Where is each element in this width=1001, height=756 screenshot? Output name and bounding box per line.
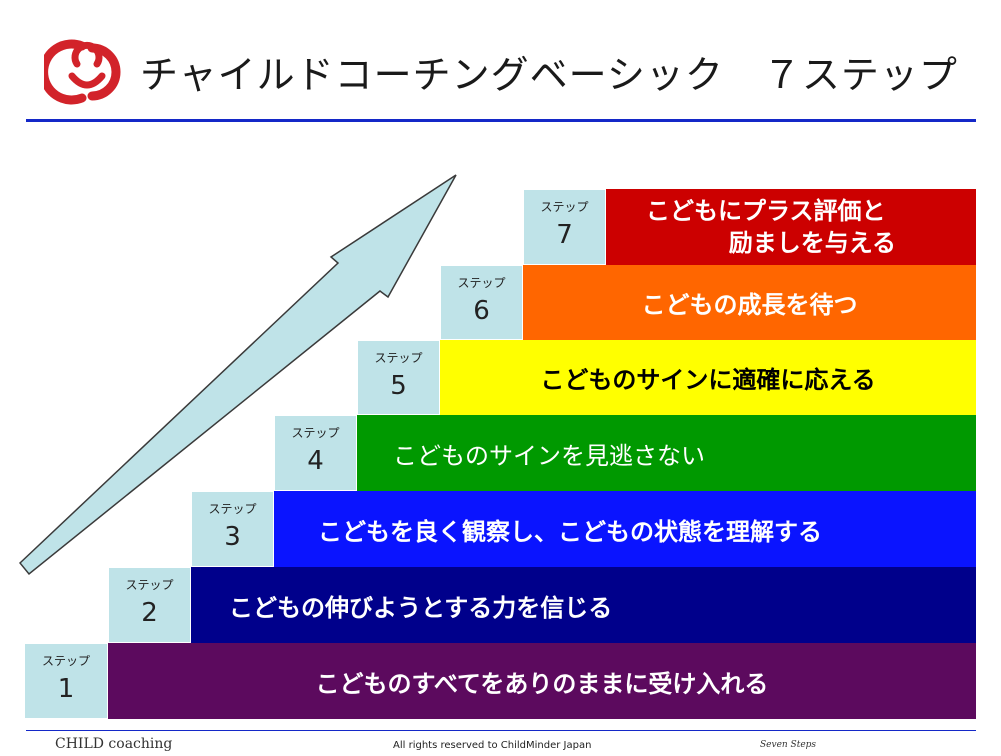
step-text-line2: 励ましを与える [728,229,896,257]
step-label: ステップ [41,654,90,668]
step-number: 3 [224,522,241,552]
step-text: こどものすべてをありのままに受け入れる [315,669,769,698]
step-label: ステップ [540,200,589,214]
step-text: こどものサインに適確に応える [540,366,876,394]
step-4-box: ステップ 4 [274,415,357,491]
step-number: 7 [556,220,573,250]
step-number: 5 [390,371,407,401]
footer-copyright: All rights reserved to ChildMinder Japan [393,740,592,751]
step-1-bar: こどものすべてをありのままに受け入れる [108,643,976,719]
step-7-bar: こどもにプラス評価と 励ましを与える [606,189,976,265]
step-2-box: ステップ 2 [108,567,191,643]
step-text: こどものサインを見逃さない [393,441,705,470]
step-text-line1: こどもにプラス評価と [646,196,886,225]
step-1-box: ステップ 1 [24,643,108,719]
step-text: こどもの成長を待つ [641,291,858,319]
step-3-box: ステップ 3 [191,491,274,567]
step-2-bar: こどもの伸びようとする力を信じる [191,567,976,643]
page-title: チャイルドコーチングベーシック ７ステップ [140,53,958,97]
step-3-bar: こどもを良く観察し、こどもの状態を理解する [274,491,976,567]
title-divider [26,119,976,122]
step-4-bar: こどものサインを見逃さない [357,415,976,491]
child-coaching-logo [44,39,121,105]
step-label: ステップ [457,276,506,290]
footer-divider [26,730,976,731]
footer-brand: CHILD coaching [55,736,173,752]
step-number: 4 [307,446,324,476]
step-number: 1 [57,674,75,704]
step-6-bar: こどもの成長を待つ [523,265,976,340]
step-5-box: ステップ 5 [357,340,440,415]
step-number: 6 [473,296,490,326]
step-label: ステップ [208,502,257,516]
step-number: 2 [141,598,158,628]
step-5-bar: こどものサインに適確に応える [440,340,976,415]
step-text: こどもの伸びようとする力を信じる [229,593,613,622]
step-label: ステップ [291,426,340,440]
step-text: こどもを良く観察し、こどもの状態を理解する [318,517,822,546]
footer-slide-title: Seven Steps [760,740,817,750]
step-label: ステップ [374,351,423,365]
step-6-box: ステップ 6 [440,265,523,340]
step-7-box: ステップ 7 [523,189,606,265]
step-label: ステップ [125,578,174,592]
